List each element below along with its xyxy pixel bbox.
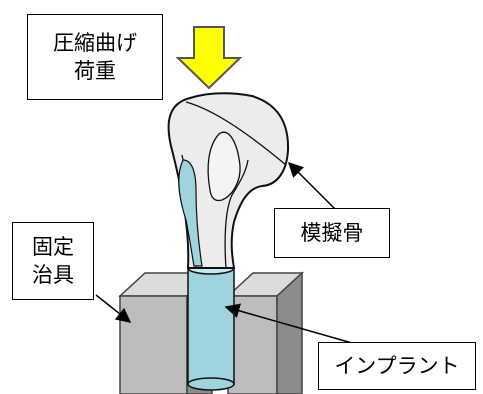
load-label-line-1: 圧縮曲げ [53,31,137,55]
down-arrow-icon [175,26,243,90]
implant-label: インプラント [318,342,476,390]
bone-label-text: 模擬骨 [300,221,364,245]
jig-label: 固定 治具 [12,222,94,300]
load-label: 圧縮曲げ 荷重 [27,14,163,100]
simulated-bone [167,92,290,269]
implant-leader-line [224,303,353,344]
jig-label-line-2: 治具 [32,263,74,287]
implant-label-text: インプラント [334,354,460,378]
load-label-line-2: 荷重 [74,59,116,83]
jig-label-line-1: 固定 [32,235,74,259]
right-jig-block [226,271,304,394]
bone-leader-line [287,161,337,211]
jig-leader-line [95,294,132,323]
bone-label: 模擬骨 [274,208,390,258]
implant-cylinder [187,261,235,391]
